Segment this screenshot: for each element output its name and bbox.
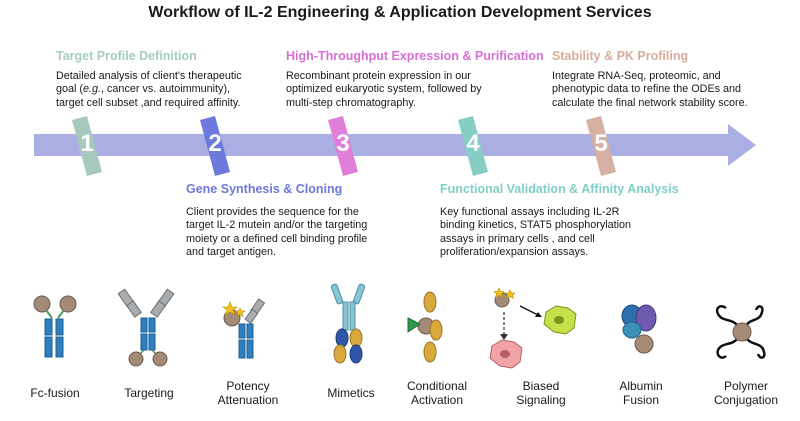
step-2-badge: 2 bbox=[200, 116, 230, 176]
strategy-label-mimetics: Mimetics bbox=[327, 386, 375, 400]
potency-attenuation-icon bbox=[222, 298, 266, 359]
step-3-heading: High-Throughput Expression & Purificatio… bbox=[286, 49, 544, 63]
biased-signaling-icon bbox=[489, 287, 577, 369]
conditional-activation-icon bbox=[407, 291, 443, 363]
targeting-antibody-icon bbox=[118, 288, 175, 367]
step-1-description: Detailed analysis of client's therapeuti… bbox=[56, 70, 242, 109]
albumin-fusion-icon bbox=[621, 304, 657, 354]
diagram-title: Workflow of IL-2 Engineering & Applicati… bbox=[148, 4, 652, 21]
step-4-badge: 4 bbox=[458, 116, 488, 176]
strategy-label-targeting: Targeting bbox=[124, 386, 174, 400]
step-5-badge: 5 bbox=[586, 116, 616, 176]
step-1-heading: Target Profile Definition bbox=[56, 49, 197, 63]
step-1-badge: 1 bbox=[72, 116, 102, 176]
fc-fusion-icon bbox=[33, 295, 77, 358]
polymer-conjugation-icon bbox=[715, 305, 766, 359]
step-3-badge: 3 bbox=[328, 116, 358, 176]
step-2-heading: Gene Synthesis & Cloning bbox=[186, 182, 343, 196]
mimetics-icon bbox=[330, 283, 366, 364]
step-4-heading: Functional Validation & Affinity Analysi… bbox=[440, 182, 679, 196]
step-5-heading: Stability & PK Profiling bbox=[552, 49, 689, 63]
strategy-label-fc-fusion: Fc-fusion bbox=[30, 386, 80, 400]
